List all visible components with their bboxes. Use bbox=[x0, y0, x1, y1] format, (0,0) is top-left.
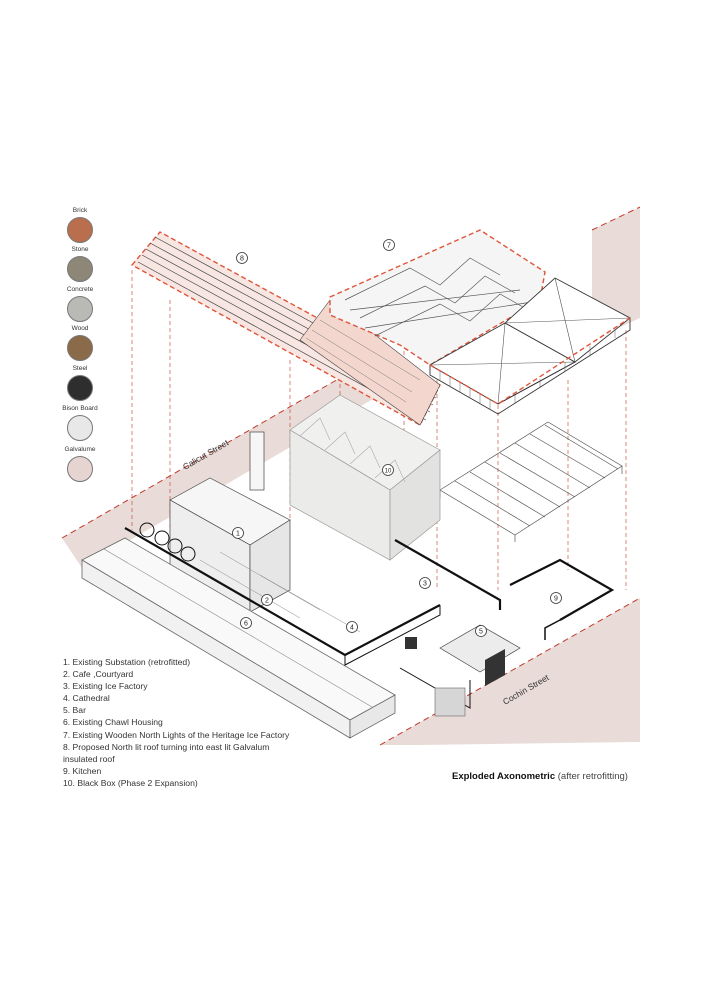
legend-item: 8. Proposed North lit roof turning into … bbox=[63, 741, 270, 752]
concrete-swatch-icon bbox=[67, 296, 93, 322]
material-concrete: Concrete bbox=[52, 286, 108, 322]
legend-item: 5. Bar bbox=[63, 705, 86, 716]
callout-6: 6 bbox=[244, 621, 248, 628]
callout-8: 8 bbox=[240, 256, 244, 263]
material-stone-label: Stone bbox=[71, 246, 89, 253]
material-steel-label: Steel bbox=[72, 365, 88, 372]
material-concrete-label: Concrete bbox=[66, 286, 94, 293]
wood-swatch-icon bbox=[67, 335, 93, 361]
legend-item: 6. Existing Chawl Housing bbox=[63, 717, 163, 728]
legend-item: 9. Kitchen bbox=[63, 765, 102, 776]
material-wood-label: Wood bbox=[71, 325, 89, 332]
caption-subtitle: (after retrofitting) bbox=[557, 771, 628, 782]
legend-item: 10. Black Box (Phase 2 Expansion) bbox=[63, 777, 198, 788]
steel-swatch-icon bbox=[67, 375, 93, 401]
material-wood: Wood bbox=[52, 325, 108, 361]
bison-board-swatch-icon bbox=[67, 415, 93, 441]
legend-item: 4. Cathedral bbox=[63, 693, 110, 704]
roof-8 bbox=[130, 231, 441, 426]
callout-markers bbox=[232, 239, 562, 637]
material-brick: Brick bbox=[52, 207, 108, 243]
pyramid-roofs bbox=[429, 277, 631, 415]
legend-item: 1. Existing Substation (retrofitted) bbox=[63, 657, 191, 667]
caption-title: Exploded Axonometric bbox=[452, 771, 556, 782]
callout-2: 2 bbox=[265, 598, 269, 605]
callout-1: 1 bbox=[236, 531, 240, 538]
legend-list: 1. Existing Substation (retrofitted) 2. … bbox=[63, 656, 333, 789]
callout-5: 5 bbox=[479, 629, 483, 636]
material-galvalume-label: Galvalume bbox=[64, 446, 96, 453]
material-brick-label: Brick bbox=[72, 207, 88, 214]
stone-swatch-icon bbox=[67, 256, 93, 282]
callout-7: 7 bbox=[387, 243, 391, 250]
material-bison-board: Bison Board bbox=[52, 405, 108, 441]
substation-1 bbox=[169, 431, 291, 613]
black-box-10 bbox=[289, 394, 441, 561]
pergola bbox=[439, 421, 623, 542]
drawing-caption: Exploded Axonometric (after retrofitting… bbox=[452, 771, 628, 782]
chawl-housing-6 bbox=[81, 537, 396, 739]
material-bison-board-label: Bison Board bbox=[62, 405, 98, 412]
legend-item: 3. Existing Ice Factory bbox=[63, 681, 148, 692]
material-steel: Steel bbox=[52, 365, 108, 401]
callout-3: 3 bbox=[423, 581, 427, 588]
brick-swatch-icon bbox=[67, 217, 93, 243]
material-galvalume: Galvalume bbox=[52, 446, 108, 482]
callout-4: 4 bbox=[350, 625, 354, 632]
legend-item: 2. Cafe ,Courtyard bbox=[63, 669, 134, 680]
legend-item: 7. Existing Wooden North Lights of the H… bbox=[63, 729, 290, 740]
callout-10: 10 bbox=[385, 469, 392, 475]
callout-9: 9 bbox=[554, 596, 558, 603]
galvalume-swatch-icon bbox=[67, 456, 93, 482]
legend-item: insulated roof bbox=[63, 753, 115, 764]
ground-floor-plan bbox=[124, 522, 615, 717]
roof-7 bbox=[329, 229, 546, 366]
material-stone: Stone bbox=[52, 246, 108, 282]
calicut-street-band bbox=[62, 355, 380, 568]
